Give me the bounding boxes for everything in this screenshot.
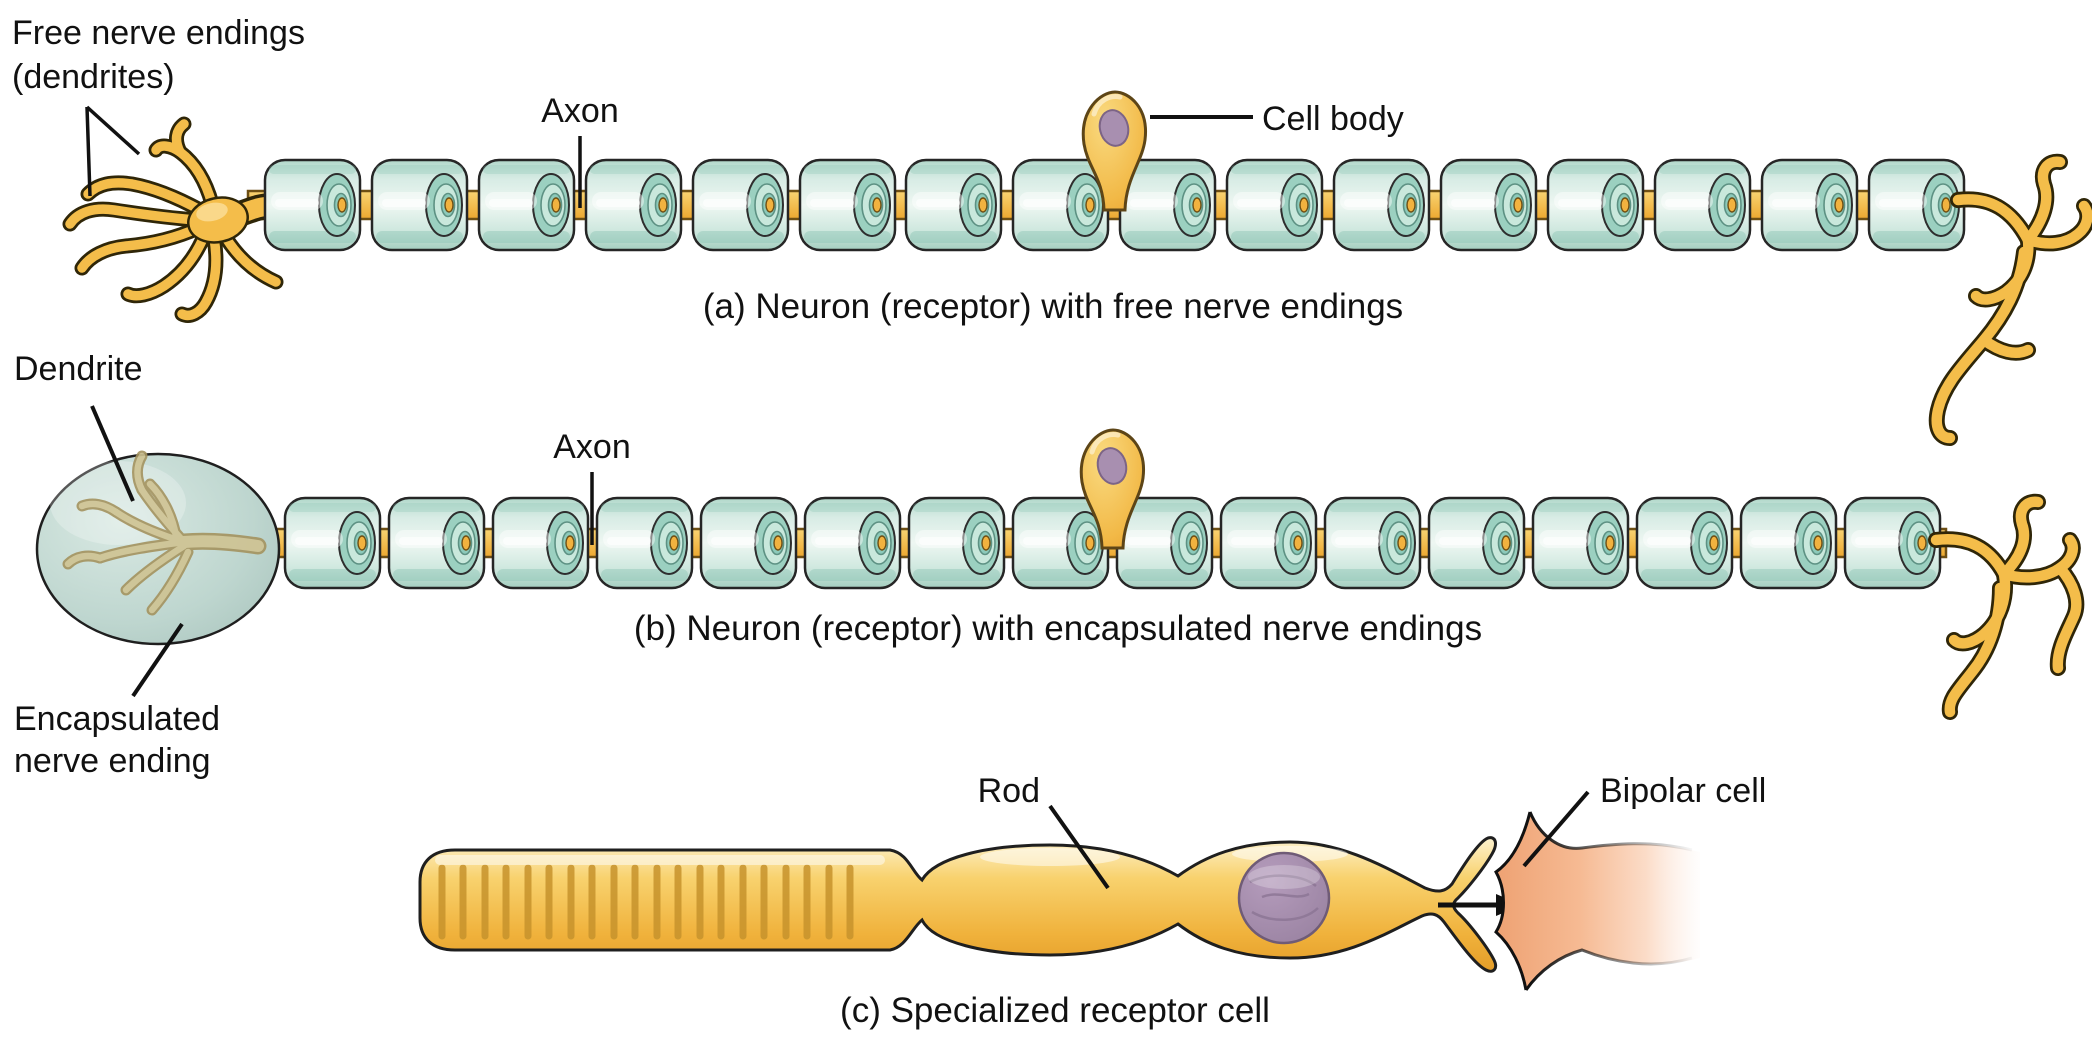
encapsulated-nerve-ending [35,454,281,646]
rod-nucleus [1237,851,1331,945]
label-dendrite: Dendrite [14,350,143,388]
free-nerve-endings-dendrites [70,124,287,315]
axon-terminals-b [1936,502,2076,712]
pointer-free-nerve-endings [85,105,141,197]
label-axon-a: Axon [541,92,619,130]
capsule-dendrite [68,456,267,610]
pointer-encapsulated [131,622,184,698]
axon-terminals-a [1937,162,2088,438]
myelin-segment [1225,158,1324,252]
panel-a-neuron-free-nerve-endings: Free nerve endings (dendrites) Axon Cell… [12,14,2087,438]
myelin-segment [1427,496,1526,590]
myelin-segment [1219,496,1318,590]
caption-panel-c: (c) Specialized receptor cell [840,991,1270,1030]
myelin-segment [691,158,790,252]
myelin-segment [1739,496,1838,590]
myelin-segment [491,496,590,590]
myelin-segment [904,158,1003,252]
myelin-segment [370,158,469,252]
label-axon-b: Axon [553,428,631,466]
caption-panel-b: (b) Neuron (receptor) with encapsulated … [634,609,1482,648]
rod-outer-segment-striations [438,864,854,940]
myelin-segment [1439,158,1538,252]
myelin-segment [1531,496,1630,590]
myelin-segment [263,158,362,252]
myelin-segment [584,158,683,252]
panel-c-specialized-receptor: Rod Bipolar cell (c) Specialized recepto… [418,772,1766,1030]
myelin-segment [798,158,897,252]
myelin-segment [1323,496,1422,590]
label-cell-body: Cell body [1262,100,1404,138]
label-free-nerve-endings-2: (dendrites) [12,58,175,96]
myelin-segment [1332,158,1431,252]
pointer-dendrite [90,405,135,502]
myelin-segment [387,496,486,590]
myelin-segment [1653,158,1752,252]
myelin-segment [477,158,576,252]
label-encapsulated-2: nerve ending [14,742,211,780]
label-bipolar-cell: Bipolar cell [1600,772,1766,810]
myelin-segment [907,496,1006,590]
label-free-nerve-endings: Free nerve endings [12,14,305,52]
rod-highlight [980,848,1120,866]
label-rod: Rod [978,772,1040,810]
panel-b-neuron-encapsulated: Dendrite Axon Encapsulated nerve ending … [14,350,2076,780]
myelin-segment [803,496,902,590]
myelin-segment [1867,158,1966,252]
rod-cell [418,836,1498,973]
myelin-segment [283,496,382,590]
myelin-segment [595,496,694,590]
myelin-segment [699,496,798,590]
caption-panel-a: (a) Neuron (receptor) with free nerve en… [703,287,1403,326]
myelin-segment [1635,496,1734,590]
pointer-bipolar-cell [1522,790,1590,868]
label-encapsulated: Encapsulated [14,700,220,738]
bipolar-cell [1494,811,1700,991]
myelin-segment [1546,158,1645,252]
myelin-segment [1843,496,1942,590]
pointer-rod [1048,804,1110,890]
myelin-segment [1760,158,1859,252]
